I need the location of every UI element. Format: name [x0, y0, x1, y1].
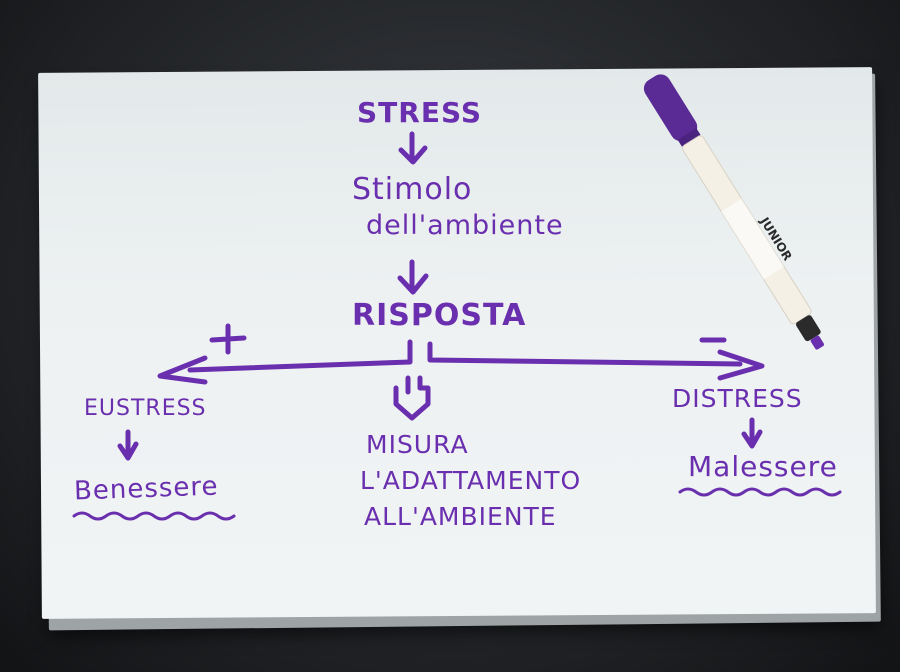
arrow-distress [741, 417, 763, 449]
label-allambiente: ALL'AMBIENTE [364, 502, 557, 531]
arrow-down-1 [398, 131, 428, 165]
label-eustress: EUSTRESS [84, 396, 207, 421]
label-risposta: RISPOSTA [352, 298, 527, 333]
label-adattamento: L'ADATTAMENTO [360, 466, 582, 495]
label-stress: STRESS [357, 96, 483, 129]
plus-sign-mark [209, 323, 247, 355]
label-ambiente: dell'ambiente [366, 210, 564, 241]
arrow-eustress [117, 429, 139, 461]
wavy-underline-right [678, 487, 842, 497]
arrow-right-head [717, 349, 765, 381]
label-misura: MISURA [366, 430, 469, 459]
wavy-underline-left [72, 511, 236, 521]
axis-left [187, 339, 413, 373]
arrow-center-down [393, 375, 431, 421]
label-malessere: Malessere [688, 450, 838, 483]
label-distress: DISTRESS [672, 384, 803, 413]
label-stimolo: Stimolo [352, 172, 473, 207]
marker-cap [643, 74, 698, 142]
arrow-left-head [157, 355, 208, 385]
axis-right [427, 341, 743, 367]
arrow-down-2 [397, 259, 429, 295]
